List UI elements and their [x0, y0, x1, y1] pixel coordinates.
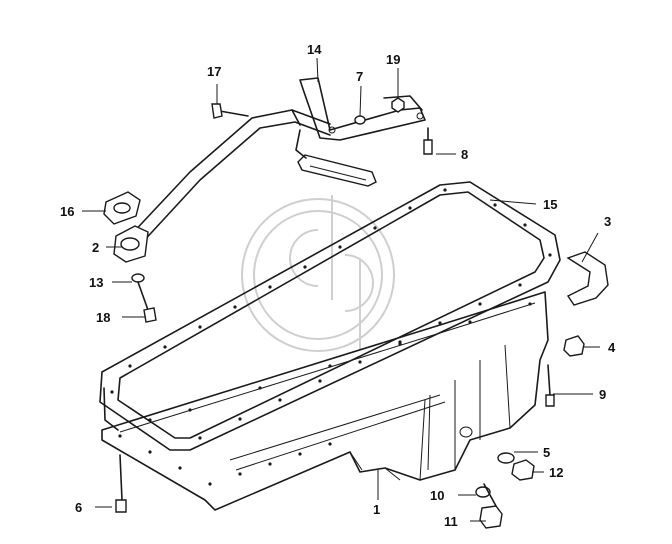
callout-15: 15: [543, 197, 557, 212]
callout-9: 9: [599, 387, 606, 402]
seal-strip: [566, 251, 609, 306]
callout-19: 19: [386, 52, 400, 67]
leader-lines: [82, 57, 600, 522]
callout-8: 8: [461, 147, 468, 162]
callout-13: 13: [89, 275, 103, 290]
oil-suction-pipe: [103, 103, 377, 263]
callout-4: 4: [608, 340, 616, 355]
callout-14: 14: [307, 42, 322, 57]
callout-16: 16: [60, 204, 74, 219]
callout-3: 3: [604, 214, 611, 229]
callout-7: 7: [356, 69, 363, 84]
oil-pan-gasket: [99, 181, 561, 451]
pipe-bracket: [299, 77, 426, 141]
callout-labels: 1 2 3 4 5 6 7 8 9 10 11 12 13 14 15 16 1…: [60, 42, 616, 529]
gasket-bolt-holes: [110, 188, 552, 440]
callout-6: 6: [75, 500, 82, 515]
callout-10: 10: [430, 488, 444, 503]
callout-2: 2: [92, 240, 99, 255]
oil-pan-flange-holes: [118, 302, 532, 486]
callout-12: 12: [549, 465, 563, 480]
fasteners: [115, 97, 585, 529]
callout-18: 18: [96, 310, 110, 325]
callout-1: 1: [373, 502, 380, 517]
oil-pan-upper-rim: [103, 387, 119, 431]
callout-17: 17: [207, 64, 221, 79]
watermark-logo: [241, 195, 395, 352]
callout-5: 5: [543, 445, 550, 460]
callout-11: 11: [444, 514, 458, 529]
oil-pan: [101, 291, 549, 511]
